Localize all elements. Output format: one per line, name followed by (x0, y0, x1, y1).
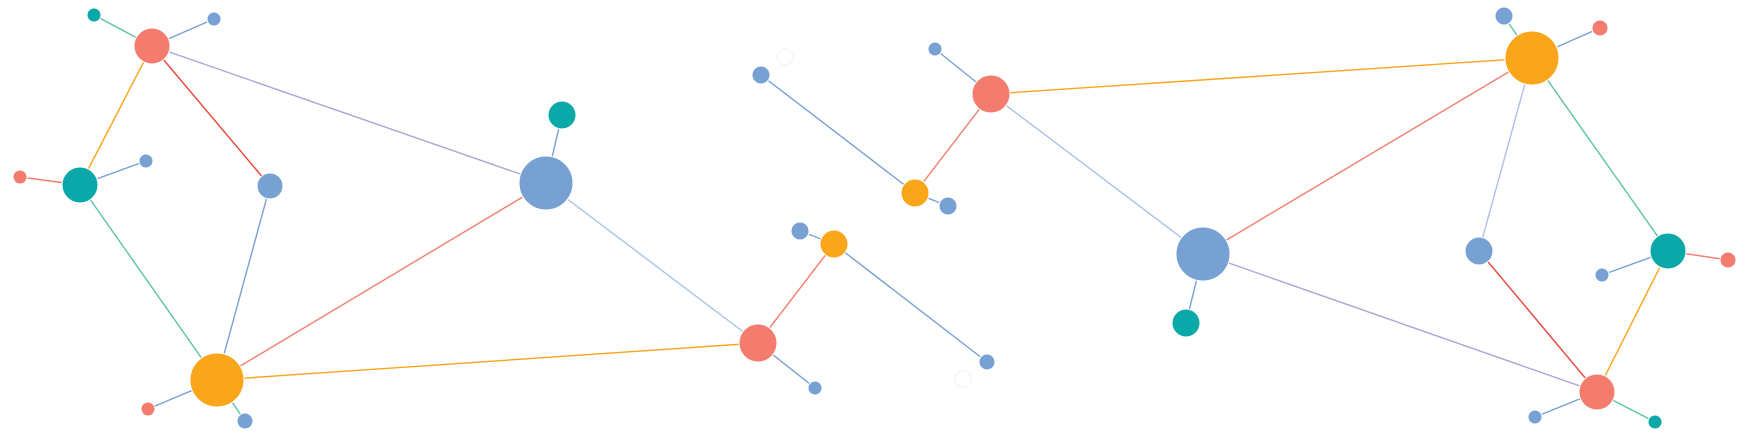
node-b8 (1504, 30, 1560, 86)
node-a17 (978, 353, 996, 371)
edge-b8-b11 (1531, 57, 1669, 252)
node-b3 (751, 65, 771, 85)
node-a7 (256, 172, 284, 200)
node-b10 (1591, 19, 1609, 37)
node-a16 (790, 221, 810, 241)
edge-a13-a15 (757, 243, 835, 344)
edge-b6-b15 (1202, 253, 1598, 393)
edge-a15-a17 (833, 243, 988, 363)
node-a5 (12, 169, 28, 185)
edge-b6-b8 (1202, 57, 1533, 255)
node-a1 (133, 27, 171, 65)
node-a18 (776, 48, 794, 66)
edge-a8-a10 (216, 182, 547, 381)
node-b12 (1719, 251, 1737, 269)
edge-a10-a13 (216, 342, 759, 381)
node-b17 (1647, 414, 1663, 430)
node-b6 (1175, 226, 1231, 282)
node-b9 (1494, 6, 1514, 26)
node-b1 (971, 74, 1011, 114)
node-b4 (900, 178, 930, 208)
node-a3 (206, 11, 222, 27)
node-a19 (954, 370, 972, 388)
node-a11 (140, 401, 156, 417)
node-b2 (927, 41, 943, 57)
node-layer (12, 6, 1737, 430)
node-a9 (547, 100, 577, 130)
edge-b1-b6 (990, 93, 1204, 255)
edge-a1-a7 (151, 45, 271, 187)
edge-b1-b4 (914, 93, 992, 194)
node-a6 (138, 153, 154, 169)
node-b7 (1171, 308, 1201, 338)
node-a13 (738, 323, 778, 363)
edge-a4-a10 (79, 184, 218, 381)
node-a10 (189, 352, 245, 408)
node-b13 (1594, 267, 1610, 283)
node-a15 (819, 229, 849, 259)
node-b14 (1464, 236, 1494, 266)
edge-b11-b15 (1596, 250, 1669, 393)
node-b15 (1578, 373, 1616, 411)
edge-a7-a10 (216, 185, 271, 381)
node-a14 (807, 380, 823, 396)
edge-b1-b8 (990, 57, 1533, 95)
node-a2 (86, 7, 102, 23)
node-b16 (1527, 409, 1543, 425)
edge-a1-a4 (79, 45, 153, 186)
edge-b3-b4 (760, 74, 916, 194)
edge-b14-b15 (1478, 250, 1598, 393)
node-a4 (61, 166, 99, 204)
node-a8 (518, 155, 574, 211)
edge-a8-a13 (545, 182, 759, 344)
edge-a1-a8 (151, 45, 547, 184)
node-a12 (236, 412, 254, 430)
node-b5 (938, 196, 958, 216)
edge-b8-b14 (1478, 57, 1533, 252)
node-b11 (1649, 232, 1687, 270)
